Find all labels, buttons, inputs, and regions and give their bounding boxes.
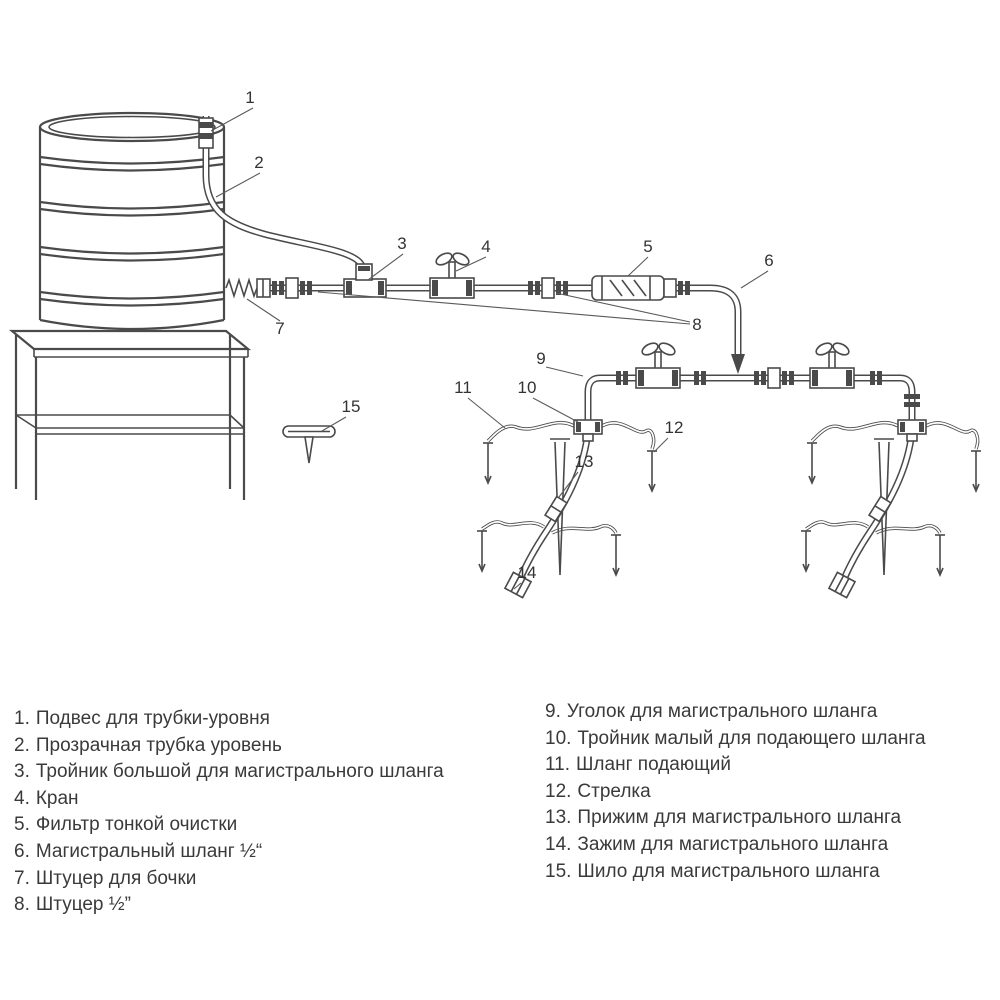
legend-item-9: 9.Уголок для магистрального шланга: [545, 699, 926, 726]
coupler-b: [528, 277, 568, 299]
callout-5: 5: [643, 237, 652, 256]
legend-label: Прозрачная трубка уровень: [35, 734, 282, 756]
callout-15: 15: [342, 397, 361, 416]
legend-right-column: 9.Уголок для магистрального шланга 10.Тр…: [545, 699, 926, 885]
callout-numbers: 1 2 3 4 5 6 7 8 9 10 11 12 13 14 15: [245, 88, 773, 582]
water-barrel: [38, 111, 226, 331]
tap-valve-3: [809, 342, 855, 389]
legend-label: Фильтр тонкой очистки: [35, 814, 238, 836]
legend-num: 13.: [545, 807, 572, 829]
legend-item-10: 10.Тройник малый для подающего шланга: [545, 726, 926, 753]
callout-12: 12: [665, 418, 684, 437]
tap-valve: [429, 252, 475, 299]
line2-fittings: [616, 342, 882, 389]
legend-num: 2.: [14, 734, 30, 756]
legend-label: Стрелка: [577, 780, 651, 802]
legend-item-5: 5.Фильтр тонкой очистки: [14, 812, 444, 839]
distribution-line: [588, 378, 920, 420]
hose-tip-connector: [731, 354, 745, 374]
barrel-stand: [8, 329, 252, 500]
main-hose: [258, 288, 745, 374]
callout-7: 7: [275, 319, 284, 338]
callout-3: 3: [397, 234, 406, 253]
legend-num: 6.: [14, 840, 30, 862]
callout-8: 8: [692, 315, 701, 334]
legend-num: 8.: [14, 894, 30, 916]
awl-tool: [282, 425, 336, 464]
coupler-a: [272, 277, 312, 299]
legend-item-14: 14.Зажим для магистрального шланга: [545, 832, 926, 859]
callout-11: 11: [454, 378, 472, 397]
callout-6: 6: [764, 251, 773, 270]
legend-item-15: 15.Шило для магистрального шланга: [545, 859, 926, 886]
tap-valve-2: [635, 342, 681, 389]
legend-label: Прижим для магистрального шланга: [577, 807, 902, 829]
callout-1: 1: [245, 88, 254, 107]
callout-4: 4: [481, 237, 490, 256]
legend-num: 3.: [14, 761, 30, 783]
big-tee: [343, 263, 387, 298]
legend-num: 10.: [545, 727, 572, 749]
legend-label: Шланг подающий: [576, 754, 731, 776]
callout-2: 2: [254, 153, 263, 172]
legend-left-column: 1.Подвес для трубки-уровня 2.Прозрачная …: [14, 706, 444, 919]
callout-9: 9: [536, 349, 545, 368]
legend-item-8: 8.Штуцер ½”: [14, 892, 444, 919]
irrigation-diagram: 1 2 3 4 5 6 7 8 9 10 11 12 13 14 15: [8, 88, 1000, 680]
legend-label: Тройник малый для подающего шланга: [577, 727, 926, 749]
fine-filter: [591, 275, 690, 301]
legend-item-2: 2.Прозрачная трубка уровень: [14, 733, 444, 760]
legend-item-7: 7.Штуцер для бочки: [14, 866, 444, 893]
legend-label: Кран: [35, 787, 79, 809]
barrel-connector: [225, 277, 271, 299]
legend-label: Уголок для магистрального шланга: [566, 701, 878, 722]
callout-leaders: [210, 107, 769, 590]
legend-item-1: 1.Подвес для трубки-уровня: [14, 706, 444, 733]
legend-num: 14.: [545, 833, 572, 855]
legend-item-13: 13.Прижим для магистрального шланга: [545, 805, 926, 832]
legend-label: Тройник большой для магистрального шланг…: [35, 761, 444, 783]
legend-item-4: 4.Кран: [14, 786, 444, 813]
legend-label: Шило для магистрального шланга: [577, 860, 880, 882]
legend-label: Штуцер для бочки: [35, 867, 197, 889]
legend-label: Магистральный шланг ½“: [35, 840, 263, 862]
legend-num: 15.: [545, 860, 572, 882]
legend-label: Зажим для магистрального шланга: [577, 833, 889, 855]
legend-num: 4.: [14, 787, 30, 809]
legend-item-6: 6.Магистральный шланг ½“: [14, 839, 444, 866]
legend-num: 9.: [545, 701, 561, 722]
legend-num: 7.: [14, 867, 30, 889]
legend-num: 11.: [545, 754, 571, 776]
legend-item-3: 3.Тройник большой для магистрального шла…: [14, 759, 444, 786]
legend-label: Штуцер ½”: [35, 894, 131, 916]
legend-num: 12.: [545, 780, 572, 802]
drip-assembly-2: [801, 420, 981, 598]
callout-13: 13: [575, 452, 594, 471]
callout-14: 14: [518, 563, 537, 582]
legend-num: 1.: [14, 708, 30, 729]
legend-item-12: 12.Стрелка: [545, 779, 926, 806]
legend-num: 5.: [14, 814, 30, 836]
legend-label: Подвес для трубки-уровня: [35, 708, 270, 729]
legend-item-11: 11.Шланг подающий: [545, 752, 926, 779]
level-tube: [206, 116, 361, 283]
callout-10: 10: [518, 378, 537, 397]
level-tube-hanger: [198, 117, 214, 149]
drip-assembly-1: [477, 420, 657, 598]
